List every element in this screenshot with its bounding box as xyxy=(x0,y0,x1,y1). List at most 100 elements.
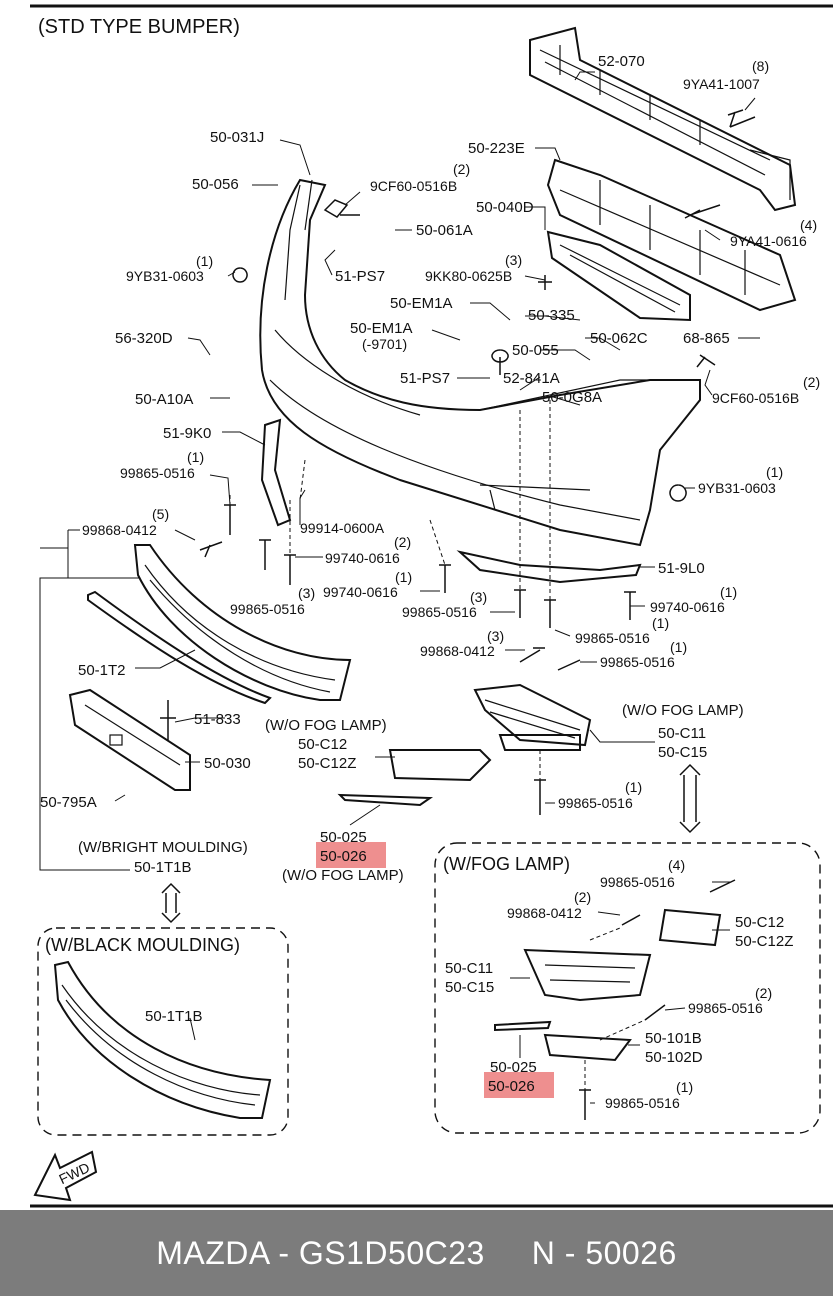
bumper-cover-drawing xyxy=(259,178,701,547)
part-label: (5) xyxy=(152,506,169,522)
section-label-wo-fog-left: (W/O FOG LAMP) xyxy=(265,717,387,734)
parts-diagram: FWD (STD TYPE BUMPER) (W/O FOG LAMP) (W/… xyxy=(30,4,833,1208)
part-label: 50-EM1A xyxy=(390,295,453,312)
part-label: 99868-0412 xyxy=(507,905,582,921)
grille-drawing xyxy=(87,544,352,705)
highlighted-part-label: 50-026 xyxy=(320,848,367,865)
footer-bar: MAZDA - GS1D50C23 N - 50026 xyxy=(0,1210,833,1296)
part-label: 51-9K0 xyxy=(163,425,211,442)
part-label: (3) xyxy=(470,589,487,605)
license-plate-bracket-drawing xyxy=(68,688,191,791)
part-label: 50-C15 xyxy=(445,979,494,996)
fog-cover-wo-drawing xyxy=(337,683,592,807)
part-label: 50-061A xyxy=(416,222,473,239)
part-label: (1) xyxy=(670,639,687,655)
part-label: 50-1T1B xyxy=(145,1008,203,1025)
part-label: 50-025 xyxy=(320,829,367,846)
part-label: 52-070 xyxy=(598,53,645,70)
section-label-wo-fog-bottom: (W/O FOG LAMP) xyxy=(282,867,404,884)
part-label: 50-055 xyxy=(512,342,559,359)
part-label: 99740-0616 xyxy=(323,584,398,600)
part-label: (4) xyxy=(800,217,817,233)
part-label: 99865-0516 xyxy=(120,465,195,481)
part-label: 50-C12 xyxy=(298,736,347,753)
part-label: (2) xyxy=(574,889,591,905)
part-label: (1) xyxy=(676,1079,693,1095)
part-label: (3) xyxy=(298,585,315,601)
part-label: 9CF60-0516B xyxy=(370,178,457,194)
part-label: 99865-0516 xyxy=(558,795,633,811)
fastener-drawings xyxy=(160,109,756,1120)
part-label: 9YA41-0616 xyxy=(730,233,807,249)
under-cover-drawing xyxy=(456,550,642,584)
part-label: 50-1T1B xyxy=(134,859,192,876)
part-label: (1) xyxy=(187,449,204,465)
part-label: 99865-0516 xyxy=(600,654,675,670)
part-label: 50-102D xyxy=(645,1049,703,1066)
part-label: 9YB31-0603 xyxy=(126,268,204,284)
part-label: 99868-0412 xyxy=(82,522,157,538)
part-label: 50-C11 xyxy=(658,725,706,742)
part-label: (4) xyxy=(668,857,685,873)
part-label: 99865-0516 xyxy=(605,1095,680,1111)
bumper-reinforcement-drawing xyxy=(529,26,797,212)
part-label: (2) xyxy=(803,374,820,390)
double-arrow-right xyxy=(679,763,701,834)
part-label: 50-335 xyxy=(528,307,575,324)
highlight-50-026-top xyxy=(316,842,386,868)
section-label-w-bright-moulding: (W/BRIGHT MOULDING) xyxy=(78,839,248,856)
black-moulding-grille-drawing xyxy=(53,960,272,1119)
part-label: (8) xyxy=(752,58,769,74)
lower-absorber-drawing xyxy=(546,230,691,322)
part-label: 50-C11 xyxy=(445,960,493,977)
part-label: 99865-0516 xyxy=(575,630,650,646)
part-label: 99740-0616 xyxy=(325,550,400,566)
part-label: 99740-0616 xyxy=(650,599,725,615)
part-label: 99865-0516 xyxy=(600,874,675,890)
part-label: (3) xyxy=(487,628,504,644)
highlighted-part-label: 50-026 xyxy=(488,1078,535,1095)
part-label: (2) xyxy=(453,161,470,177)
part-label: (2) xyxy=(394,534,411,550)
part-label: 51-9L0 xyxy=(658,560,705,577)
part-label: 99865-0516 xyxy=(688,1000,763,1016)
part-label: 50-031J xyxy=(210,129,264,146)
part-label: 50-C12Z xyxy=(735,933,793,950)
part-label: 50-EM1A xyxy=(350,320,413,337)
part-label: 50-040D xyxy=(476,199,534,216)
part-label: 50-030 xyxy=(204,755,251,772)
dashed-alignment-lines xyxy=(229,400,646,1090)
part-label: (1) xyxy=(625,779,642,795)
diagram-title: (STD TYPE BUMPER) xyxy=(38,16,240,38)
part-label: 50-C15 xyxy=(658,744,707,761)
part-labels: 52-070 (8) 9YA41-1007 50-031J 50-223E (2… xyxy=(40,53,820,1111)
part-label: 9YA41-1007 xyxy=(683,76,760,92)
part-label: (1) xyxy=(652,615,669,631)
part-label: (1) xyxy=(766,464,783,480)
part-label: 50-223E xyxy=(468,140,525,157)
part-label: 56-320D xyxy=(115,330,173,347)
part-label: 50-A10A xyxy=(135,391,193,408)
part-label: 68-865 xyxy=(683,330,730,347)
part-label: 51-PS7 xyxy=(335,268,385,285)
part-label: 9YB31-0603 xyxy=(698,480,776,496)
part-label: 51-833 xyxy=(194,711,241,728)
part-label: (1) xyxy=(720,584,737,600)
part-label: 9KK80-0625B xyxy=(425,268,512,284)
part-label: 50-0G8A xyxy=(542,389,602,406)
part-label: 51-PS7 xyxy=(400,370,450,387)
section-label-wo-fog-right: (W/O FOG LAMP) xyxy=(622,702,744,719)
w-black-moulding-box xyxy=(37,927,289,1136)
part-label: (1) xyxy=(196,253,213,269)
part-label: 99865-0516 xyxy=(402,604,477,620)
w-fog-lamp-box xyxy=(434,842,821,1134)
part-label: 99868-0412 xyxy=(420,643,495,659)
side-bracket-drawing xyxy=(260,418,292,527)
part-label: 99865-0516 xyxy=(230,601,305,617)
part-label: 50-795A xyxy=(40,794,97,811)
part-label: 99914-0600A xyxy=(300,520,385,536)
part-label: 50-101B xyxy=(645,1030,702,1047)
part-label: (2) xyxy=(755,985,772,1001)
fog-lamp-parts-drawing xyxy=(494,908,722,1062)
leader-lines xyxy=(39,71,760,1104)
